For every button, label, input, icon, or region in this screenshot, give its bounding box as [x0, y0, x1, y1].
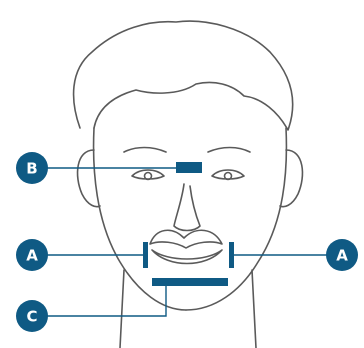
callout-b-label: B [26, 160, 37, 178]
mouth-right-marker [229, 242, 234, 268]
nose-bridge-marker [176, 162, 202, 173]
callout-a-left-label: A [26, 247, 38, 265]
callout-c-label: C [26, 308, 37, 326]
neck-left [120, 270, 124, 348]
face-outline [74, 21, 303, 348]
callout-a-right-label: A [336, 247, 348, 265]
neck-right [252, 270, 256, 348]
right-eye [212, 170, 244, 179]
nose [174, 184, 200, 231]
callout-badge-b: B [16, 152, 48, 184]
hair-outline [74, 21, 293, 130]
callout-badge-c: C [16, 300, 48, 332]
mouth-left-marker [143, 242, 148, 268]
left-eye [132, 170, 164, 179]
moustache [150, 230, 222, 248]
mouth [152, 250, 222, 264]
right-ear [280, 150, 302, 207]
chin-marker [152, 278, 228, 286]
callout-c-leader [40, 286, 166, 316]
callout-badge-a-right: A [326, 239, 358, 271]
left-ear [78, 150, 100, 207]
callout-badge-a-left: A [16, 239, 48, 271]
measurement-markers [40, 162, 336, 316]
left-eyebrow [124, 148, 166, 153]
right-eyebrow [208, 148, 250, 153]
